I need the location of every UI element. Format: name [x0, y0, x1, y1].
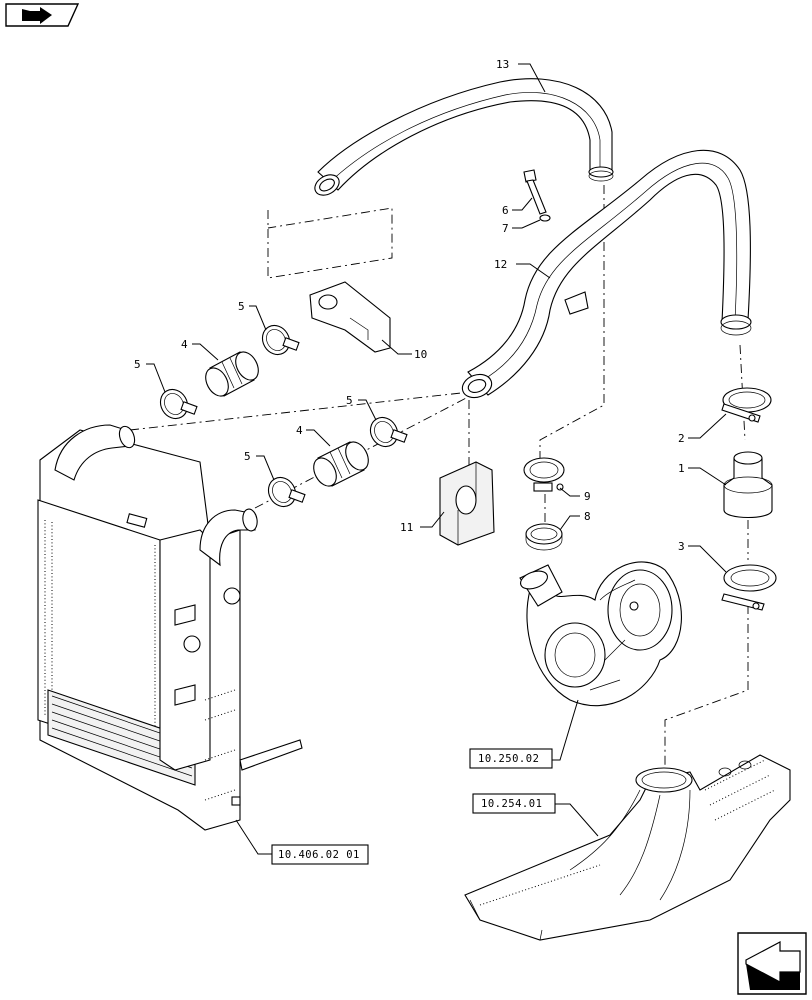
ref-turbocharger-label: 10.250.02	[478, 753, 539, 765]
ref-intake-manifold[interactable]: 10.254.01	[472, 793, 556, 814]
next-page-arrow-icon[interactable]	[737, 932, 807, 995]
callout-7: 7	[502, 222, 509, 235]
ref-turbocharger[interactable]: 10.250.02	[469, 748, 553, 769]
callout-5d: 5	[244, 450, 251, 463]
callout-12: 12	[494, 258, 507, 271]
callout-9: 9	[584, 490, 591, 503]
bolt-6[interactable]	[523, 169, 547, 215]
hose-clamp-5c[interactable]	[365, 413, 408, 452]
ref-radiator-label: 10.406.02 01	[278, 849, 360, 861]
ref-intake-manifold-label: 10.254.01	[481, 798, 542, 810]
clamp-3[interactable]	[721, 564, 777, 611]
flex-hose-4b[interactable]	[309, 438, 373, 490]
callout-4b: 4	[296, 424, 303, 437]
clamp-9[interactable]	[523, 457, 565, 492]
radiator-assembly	[37, 424, 303, 831]
charge-air-tube-12[interactable]	[459, 149, 752, 401]
flex-hose-4a[interactable]	[201, 348, 263, 400]
callout-2: 2	[678, 432, 685, 445]
hose-clamp-5d[interactable]	[263, 473, 306, 512]
callout-11: 11	[400, 521, 413, 534]
clamp-2[interactable]	[721, 387, 772, 423]
charge-air-tube-13[interactable]	[311, 78, 614, 200]
callout-5a: 5	[238, 300, 245, 313]
turbocharger	[519, 561, 682, 707]
hose-coupler-1[interactable]	[723, 451, 773, 518]
intake-manifold	[464, 754, 791, 941]
callout-10: 10	[414, 348, 427, 361]
leader-lines	[146, 63, 727, 855]
bracket-10[interactable]	[309, 281, 391, 353]
callout-5c: 5	[346, 394, 353, 407]
callout-8: 8	[584, 510, 591, 523]
washer-7[interactable]	[539, 214, 551, 222]
ref-radiator[interactable]: 10.406.02 01	[271, 844, 369, 865]
hose-clamp-5b[interactable]	[155, 385, 198, 424]
hose-clamp-5a[interactable]	[257, 321, 300, 360]
forward-arrow-icon[interactable]	[5, 3, 80, 27]
callout-labels: 13 12 6 7 10 5 5 5 5 4 4 2 1 9 8 11 3	[134, 58, 685, 553]
callout-3: 3	[678, 540, 685, 553]
seal-ring-8[interactable]	[525, 523, 563, 551]
bracket-11[interactable]	[439, 461, 495, 546]
callout-13: 13	[496, 58, 509, 71]
callout-4a: 4	[181, 338, 188, 351]
callout-1: 1	[678, 462, 685, 475]
callout-5b: 5	[134, 358, 141, 371]
callout-6: 6	[502, 204, 509, 217]
